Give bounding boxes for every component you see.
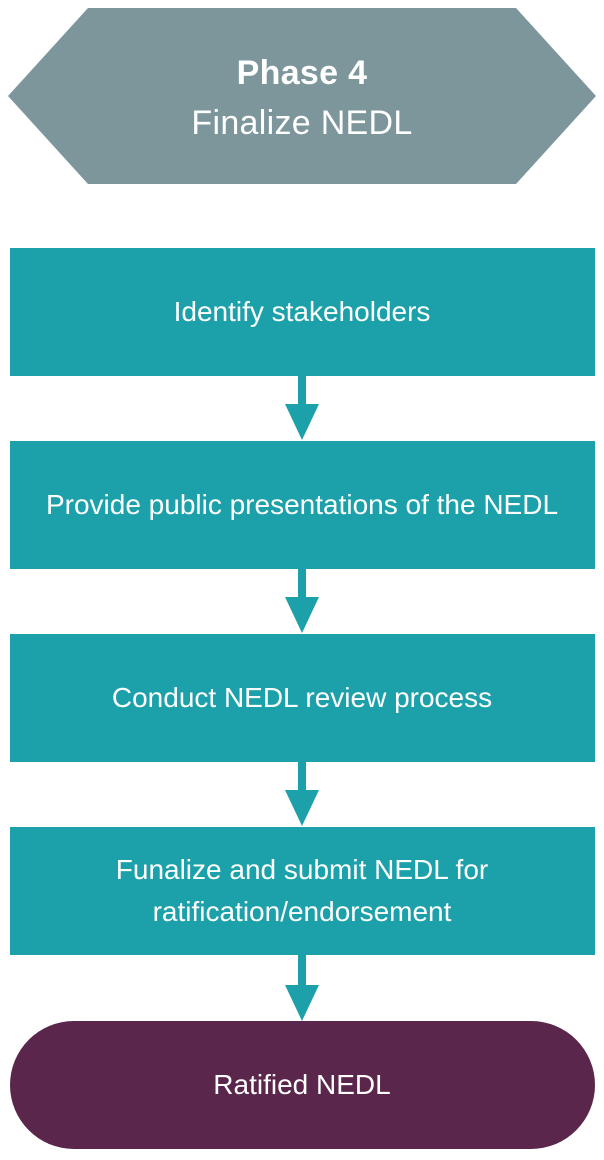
- phase-title: Phase 4: [236, 54, 368, 92]
- result-label: Ratified NEDL: [213, 1069, 391, 1100]
- step-label-3: Conduct NEDL review process: [111, 682, 493, 713]
- phase-hexagon: [8, 8, 596, 184]
- phase-header: Phase 4 Finalize NEDL: [0, 20, 604, 176]
- step-label-1: Identify stakeholders: [173, 296, 431, 327]
- arrow-down-3: [285, 762, 319, 826]
- step-label-4: Funalize and submit NEDL for ratificatio…: [115, 854, 489, 927]
- step-box-finalize-submit: [10, 827, 595, 955]
- arrow-down-1: [285, 376, 319, 440]
- phase-subtitle: Finalize NEDL: [191, 104, 413, 142]
- step-label-2: Provide public presentations of the NEDL: [45, 489, 559, 520]
- step-box-review-process: [10, 634, 595, 762]
- arrow-down-2: [285, 569, 319, 633]
- arrow-down-4: [285, 955, 319, 1021]
- result-terminal: [10, 1021, 595, 1149]
- step-box-identify-stakeholders: [10, 248, 595, 376]
- step-box-public-presentations: [10, 441, 595, 569]
